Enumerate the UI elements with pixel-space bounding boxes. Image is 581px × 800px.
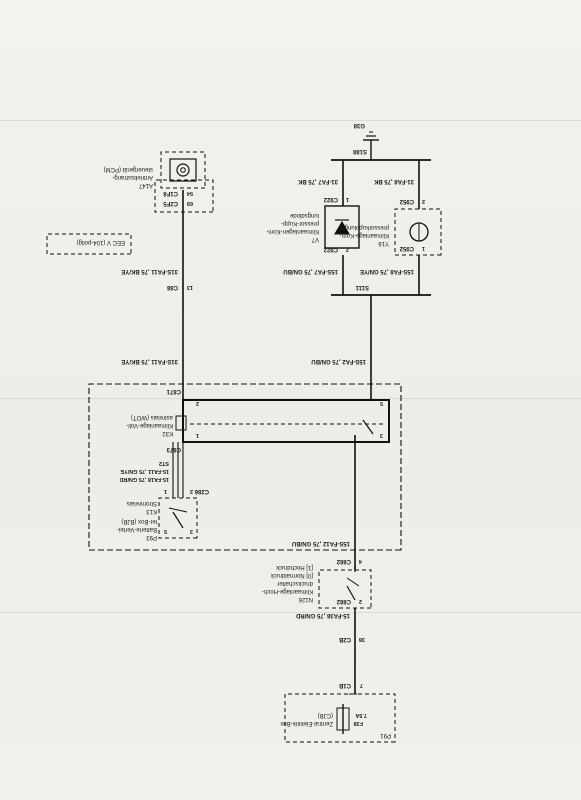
p91-fuse-rating: 7.5A xyxy=(355,712,367,718)
n126-ref: N126 xyxy=(298,596,313,602)
n126-name-line-4: [1] Hochdruck xyxy=(275,564,313,570)
k32-name-line-1: Klimaanlage-Voll- xyxy=(126,422,173,428)
connector-c871: C871 xyxy=(166,388,181,394)
relay-coil-symbol xyxy=(175,415,187,431)
pin-k32-2: 2 xyxy=(196,400,199,406)
y16-compressor-clutch xyxy=(394,208,442,256)
paper-fold-line xyxy=(0,120,581,121)
p93-name-line-1: Batterie-Vertei- xyxy=(117,526,157,532)
pin-v7-a: 2 xyxy=(346,246,349,252)
connector-c873: C873 xyxy=(166,446,181,452)
paper-fold-line xyxy=(0,398,581,399)
wire-label-fa11-pcm: 31S-FA11 ,75 BK/YE xyxy=(121,268,178,274)
p91-name-line-2: (CJB) xyxy=(318,712,333,718)
wire-label-31-fa7: 31-FA7 ,75 BK xyxy=(297,178,338,184)
n126-name-line-2: druckschalter xyxy=(277,580,313,586)
p91-fuse-ref: F38 xyxy=(354,720,363,726)
connector-c922-top: C922 xyxy=(323,246,338,252)
connector-c952-top: C952 xyxy=(399,245,414,251)
ground-symbol xyxy=(363,131,379,141)
pin-y16-a: 1 xyxy=(422,245,425,251)
pin-c2f5: 69 xyxy=(187,200,193,206)
y16-name-line-2: pressorkupplung xyxy=(345,224,389,230)
p91-ref: P91 xyxy=(380,732,391,738)
connector-c2f5: C2F5 xyxy=(163,200,178,206)
k13-name: Stromrelais xyxy=(127,500,157,506)
pin-c2b: 38 xyxy=(359,636,365,642)
p91-junction-box xyxy=(284,693,396,743)
connector-c922-bottom: C922 xyxy=(323,196,338,202)
n126-name-line-3: [0] Normaldruck xyxy=(270,572,313,578)
v7-name-line-1: Klimaanlagen-Kom- xyxy=(266,228,319,234)
a147-name-line-1: Antriebsstrang- xyxy=(112,174,153,180)
pin-k32-1: 1 xyxy=(196,432,199,438)
k13-ref: K13 xyxy=(146,508,157,514)
pin-k13-5: 5 xyxy=(164,528,167,534)
pin-c1f8: 54 xyxy=(186,190,193,196)
ground-g38: G38 xyxy=(353,122,365,128)
wire-label-fa38: 15-FA38 ,75 GN/RD xyxy=(295,612,350,618)
connector-c88: C88 xyxy=(166,284,178,290)
eec-note-box xyxy=(46,233,132,255)
a147-pcm-box xyxy=(160,151,206,189)
pin-v7-b: 1 xyxy=(346,196,349,202)
y16-name-line-1: Klimaanlage-Kom- xyxy=(340,232,389,238)
eec-connector-box xyxy=(154,179,214,213)
connector-c1f8: C1F8 xyxy=(163,190,178,196)
wire-label-fa8: 15S-FA8 ,75 GN/YE xyxy=(360,268,414,274)
pin-y16-b: 2 xyxy=(422,198,425,204)
y16-ref: Y16 xyxy=(378,240,389,246)
splice-s188: S188 xyxy=(352,148,367,154)
v7-compressor-diode xyxy=(324,205,360,249)
wire-label-fa11: 31S-FA11 ,75 BK/YE xyxy=(121,358,178,364)
pin-k13-2: 2 xyxy=(190,488,193,494)
wire-label-fa2: 15S-FA2 ,75 GN/BU xyxy=(311,358,366,364)
pin-c1b: 7 xyxy=(360,682,363,688)
a147-ref: A147 xyxy=(138,182,153,188)
pin-k13-1: 1 xyxy=(164,488,167,494)
n126-name-line-1: Klimaanlage-Hoch- xyxy=(262,588,313,594)
pin-c8b: 13 xyxy=(187,284,193,290)
v7-name-line-2: pressor-Kupp- xyxy=(281,220,319,226)
splice-s111: S111 xyxy=(355,284,369,290)
pin-k32-5: 5 xyxy=(380,400,383,406)
pin-k32-3: 3 xyxy=(380,432,383,438)
connector-c882-bottom: C882 xyxy=(336,558,351,564)
k32-name-line-2: astrelais (WOT) xyxy=(131,414,173,420)
wire-label-fa7: 15S-FA7 ,75 GN/BU xyxy=(283,268,338,274)
pin-n126-a: 2 xyxy=(359,598,362,604)
k13-power-relay xyxy=(158,497,198,539)
paper-fold-line xyxy=(0,612,581,613)
p93-box xyxy=(88,383,402,551)
p91-name-line-1: Zentral-Elektrik-Box xyxy=(280,720,333,726)
connector-c952-bottom: C952 xyxy=(399,198,414,204)
wire-label-31-fa8: 31-FA8 ,75 BK xyxy=(373,178,414,184)
k32-ref: K32 xyxy=(162,430,173,436)
wire-label-fa11-k13: 15-FA11 ,75 GN/YE xyxy=(120,468,169,474)
pin-k13-3: 3 xyxy=(190,528,193,534)
eec-note: EEC V (104-polig) xyxy=(77,239,125,245)
a147-name-line-2: steuergerät (PCM) xyxy=(104,166,153,172)
v7-name-line-3: lungsdiode xyxy=(289,212,319,218)
connector-c286: C286 xyxy=(194,488,209,494)
p93-name-line-2: ler-Box (BJB) xyxy=(121,518,157,524)
pin-n126-b: 4 xyxy=(358,558,362,564)
connector-c2b: C2B xyxy=(338,636,351,642)
connector-c1b: C1B xyxy=(338,682,351,688)
p93-ref: P93 xyxy=(146,534,157,540)
connector-c882-top: C882 xyxy=(336,598,351,604)
v7-ref: V7 xyxy=(311,236,319,242)
wire-label-st2: ST2 xyxy=(159,460,169,466)
k32-wot-relay xyxy=(175,399,390,443)
pcm-icon xyxy=(169,158,197,182)
wire-label-fa18: 15-FA18 ,75 GN/RD xyxy=(119,476,169,482)
wire-label-fa12: 15S-FA12 ,75 GN/BU xyxy=(292,540,350,546)
